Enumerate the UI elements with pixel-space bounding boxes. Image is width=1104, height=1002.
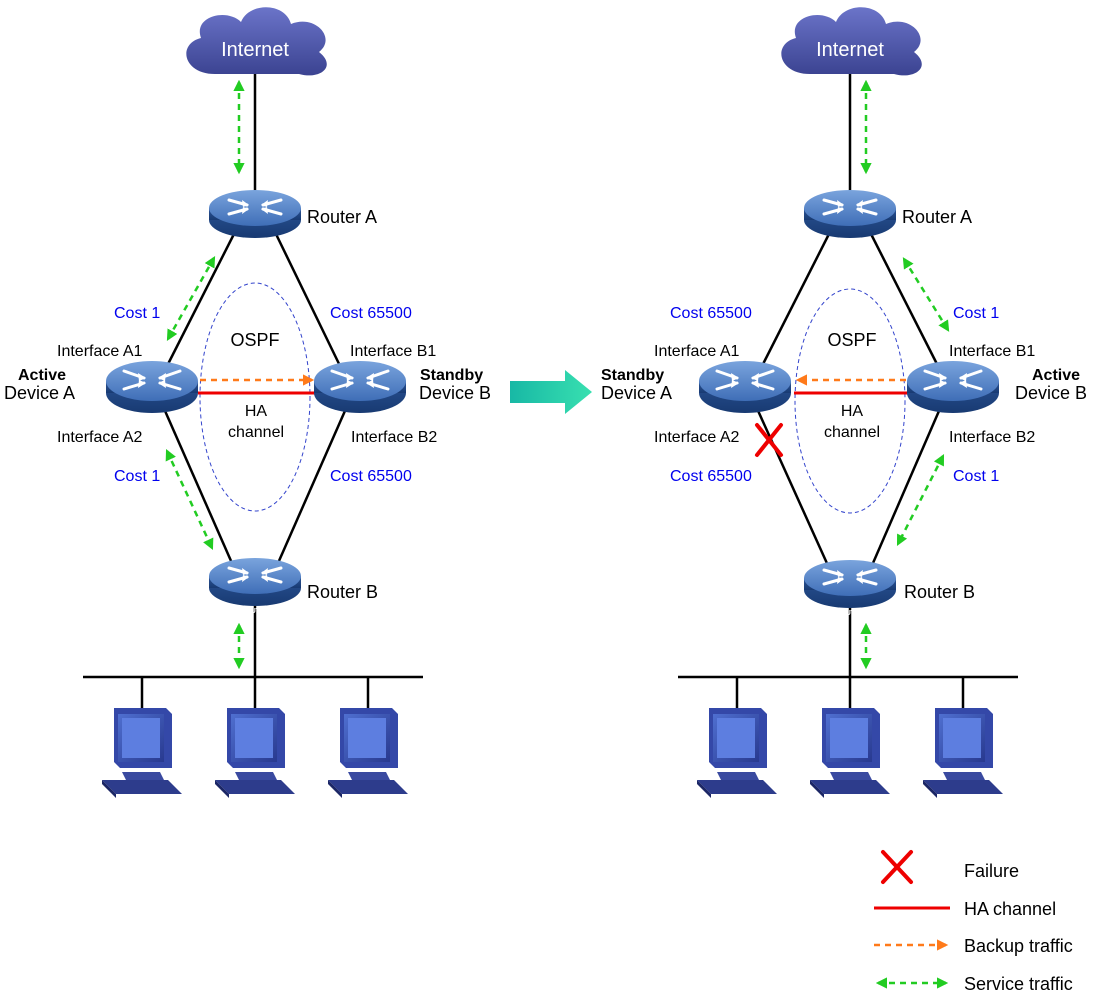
ospf-area xyxy=(794,288,906,514)
pc-icon xyxy=(923,708,1003,798)
pc-icon xyxy=(697,708,777,798)
link-device-a-router-b xyxy=(753,403,832,571)
service-traffic-arrow-a2 xyxy=(165,448,214,551)
legend-ha-channel-label: HA channel xyxy=(964,899,1056,919)
ospf-label: OSPF xyxy=(230,330,279,350)
device-b-role: Standby xyxy=(420,367,483,384)
link-router-a-device-a xyxy=(163,231,237,371)
link-router-a-device-a xyxy=(758,231,832,371)
device-a-icon xyxy=(697,359,793,415)
internet-label: Internet xyxy=(221,39,289,61)
legend-service-traffic-label: Service traffic xyxy=(964,974,1073,994)
failure-x-icon xyxy=(755,423,783,457)
router-a-icon xyxy=(802,188,898,240)
interface-b2-label: Interface B2 xyxy=(949,429,1035,446)
device-b-icon xyxy=(312,359,408,415)
ha-channel-label-line2: channel xyxy=(824,424,880,441)
pc-icon xyxy=(215,708,295,798)
legend: Failure HA channel Backup traffic Servic… xyxy=(874,850,1073,994)
cost-b2-label: Cost 1 xyxy=(953,468,999,485)
router-a-badge: ROUTER xyxy=(835,240,865,247)
right-diagram: Internet ROUTER Router A ROUTER Router B… xyxy=(601,7,1087,798)
ha-channel-label-line1: HA xyxy=(841,403,864,420)
link-device-a-router-b xyxy=(160,403,237,571)
cost-a2-label: Cost 65500 xyxy=(670,468,752,485)
ospf-area xyxy=(199,282,311,512)
router-a-icon xyxy=(207,188,303,240)
left-diagram: Internet ROUTER Router A ROUTER Router B… xyxy=(4,7,491,798)
cost-b1-label: Cost 1 xyxy=(953,305,999,322)
router-a-label: Router A xyxy=(307,207,377,227)
link-device-b-router-b xyxy=(868,403,944,571)
legend-failure-label: Failure xyxy=(964,861,1019,881)
router-a-badge: ROUTER xyxy=(240,240,270,247)
device-b-role: Active xyxy=(1032,367,1080,384)
pc-icon xyxy=(810,708,890,798)
interface-a2-label: Interface A2 xyxy=(57,429,142,446)
internet-label: Internet xyxy=(816,39,884,61)
router-b-badge: ROUTER xyxy=(835,610,865,617)
router-b-badge: ROUTER xyxy=(240,608,270,615)
device-b-icon xyxy=(905,359,1001,415)
device-a-role: Standby xyxy=(601,367,664,384)
pc-icon xyxy=(328,708,408,798)
pc-icon xyxy=(102,708,182,798)
ha-channel-label-line2: channel xyxy=(228,424,284,441)
device-b-name: Device B xyxy=(1015,383,1087,403)
service-traffic-arrow-a1 xyxy=(166,256,216,341)
router-b-icon xyxy=(207,556,303,608)
link-router-a-device-b xyxy=(273,231,344,371)
interface-b1-label: Interface B1 xyxy=(350,343,436,360)
failover-arrow-icon xyxy=(510,370,592,414)
interface-b2-label: Interface B2 xyxy=(351,429,437,446)
device-a-icon xyxy=(104,359,200,415)
legend-failure-icon xyxy=(881,850,913,884)
ha-channel-label-line1: HA xyxy=(245,403,268,420)
device-a-role: Active xyxy=(18,367,66,384)
device-a-name: Device A xyxy=(4,383,75,403)
router-a-label: Router A xyxy=(902,207,972,227)
cost-a1-label: Cost 1 xyxy=(114,305,160,322)
device-a-name: Device A xyxy=(601,383,672,403)
link-device-b-router-b xyxy=(273,403,350,571)
legend-backup-traffic-label: Backup traffic xyxy=(964,936,1073,956)
interface-a2-label: Interface A2 xyxy=(654,429,739,446)
cost-a1-label: Cost 65500 xyxy=(670,305,752,322)
cost-b1-label: Cost 65500 xyxy=(330,305,412,322)
interface-b1-label: Interface B1 xyxy=(949,343,1035,360)
cost-a2-label: Cost 1 xyxy=(114,468,160,485)
cost-b2-label: Cost 65500 xyxy=(330,468,412,485)
router-b-icon xyxy=(802,558,898,610)
service-traffic-arrow-b1 xyxy=(902,257,950,332)
ospf-label: OSPF xyxy=(827,330,876,350)
router-b-label: Router B xyxy=(904,582,975,602)
service-traffic-arrow-b2 xyxy=(896,453,945,547)
device-b-name: Device B xyxy=(419,383,491,403)
router-b-label: Router B xyxy=(307,582,378,602)
interface-a1-label: Interface A1 xyxy=(57,343,142,360)
interface-a1-label: Interface A1 xyxy=(654,343,739,360)
